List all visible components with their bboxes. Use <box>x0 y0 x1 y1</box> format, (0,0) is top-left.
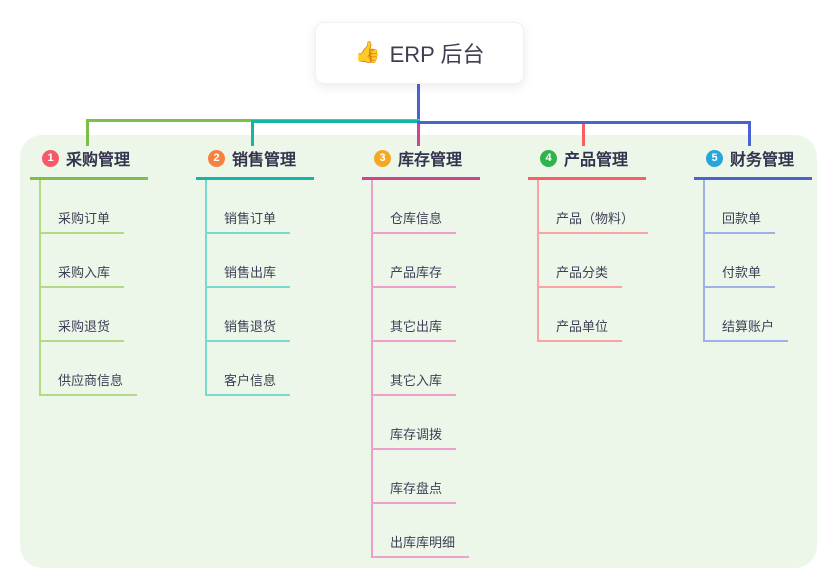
child-row: 结算账户 <box>705 288 789 342</box>
branch-产品管理: 4 产品管理产品（物料） 产品分类产品单位 <box>528 146 678 342</box>
thumbs-up-icon: 👍 <box>354 41 381 64</box>
child-row: 付款单 <box>705 234 788 288</box>
branch-库存管理: 3 库存管理仓库信息产品库存其它出库其它入库库存调拨库存盘点出库库明细 <box>362 146 512 558</box>
connector-drop-branch-1 <box>86 119 89 146</box>
branch-node-2[interactable]: 2 销售管理 <box>196 146 314 180</box>
branch-number-badge: 4 <box>540 149 557 167</box>
branch-财务管理: 5 财务管理回款单付款单结算账户 <box>694 146 839 342</box>
child-node[interactable]: 采购退货 <box>41 316 125 342</box>
root-label: ERP 后台 <box>389 42 485 67</box>
child-row: 销售出库 <box>207 234 291 288</box>
child-node[interactable]: 产品单位 <box>539 316 623 342</box>
branch-node-4[interactable]: 4 产品管理 <box>528 146 646 180</box>
connector-branch-5 <box>417 121 751 124</box>
root-node[interactable]: 👍 ERP 后台 <box>315 22 524 84</box>
connector-drop-branch-5 <box>748 121 751 146</box>
connector-drop-branch-4 <box>582 124 585 146</box>
child-node[interactable]: 其它入库 <box>373 370 457 396</box>
child-row: 采购入库 <box>41 234 137 288</box>
branch-number-badge: 2 <box>208 149 225 167</box>
child-node[interactable]: 其它出库 <box>373 316 457 342</box>
branch-children: 产品（物料） 产品分类产品单位 <box>537 180 649 342</box>
child-row: 其它出库 <box>373 288 469 342</box>
child-row: 产品库存 <box>373 234 469 288</box>
child-row: 库存调拨 <box>373 396 469 450</box>
child-row: 产品分类 <box>539 234 648 288</box>
branch-label: 财务管理 <box>730 152 795 169</box>
child-row: 库存盘点 <box>373 450 469 504</box>
branch-number-badge: 5 <box>706 149 723 167</box>
branch-number-badge: 3 <box>374 149 391 167</box>
child-row: 销售订单 <box>207 180 291 234</box>
child-row: 产品单位 <box>539 288 648 342</box>
child-node[interactable]: 销售订单 <box>207 208 291 234</box>
child-node[interactable]: 销售出库 <box>207 262 291 288</box>
child-node[interactable]: 付款单 <box>705 262 776 288</box>
child-row: 仓库信息 <box>373 180 469 234</box>
child-node[interactable]: 回款单 <box>705 208 776 234</box>
branch-label: 库存管理 <box>398 152 463 169</box>
child-node[interactable]: 产品分类 <box>539 262 623 288</box>
branch-children: 回款单付款单结算账户 <box>703 180 789 342</box>
child-row: 采购退货 <box>41 288 137 342</box>
child-row: 采购订单 <box>41 180 137 234</box>
branch-销售管理: 2 销售管理销售订单销售出库销售退货客户信息 <box>196 146 346 396</box>
branch-label: 产品管理 <box>564 152 629 169</box>
branch-children: 采购订单采购入库采购退货供应商信息 <box>39 180 138 396</box>
child-node[interactable]: 产品库存 <box>373 262 457 288</box>
branch-children: 仓库信息产品库存其它出库其它入库库存调拨库存盘点出库库明细 <box>371 180 470 558</box>
branch-node-5[interactable]: 5 财务管理 <box>694 146 812 180</box>
child-node[interactable]: 供应商信息 <box>41 370 138 396</box>
child-row: 销售退货 <box>207 288 291 342</box>
background-panel <box>20 135 817 568</box>
child-node[interactable]: 仓库信息 <box>373 208 457 234</box>
child-node[interactable]: 库存调拨 <box>373 424 457 450</box>
connector-branch-2 <box>251 120 420 123</box>
branch-label: 销售管理 <box>232 152 297 169</box>
connector-drop-branch-2 <box>251 120 254 146</box>
child-node[interactable]: 产品（物料） <box>539 208 649 234</box>
child-node[interactable]: 采购入库 <box>41 262 125 288</box>
child-node[interactable]: 采购订单 <box>41 208 125 234</box>
branch-采购管理: 1 采购管理采购订单采购入库采购退货供应商信息 <box>30 146 180 396</box>
root-stem-line <box>417 82 420 124</box>
child-row: 其它入库 <box>373 342 469 396</box>
branch-node-3[interactable]: 3 库存管理 <box>362 146 480 180</box>
child-node[interactable]: 出库库明细 <box>373 532 470 558</box>
child-row: 产品（物料） <box>539 180 649 234</box>
branch-label: 采购管理 <box>66 152 131 169</box>
child-node[interactable]: 销售退货 <box>207 316 291 342</box>
child-row: 供应商信息 <box>41 342 138 396</box>
child-row: 回款单 <box>705 180 788 234</box>
branch-children: 销售订单销售出库销售退货客户信息 <box>205 180 291 396</box>
child-node[interactable]: 客户信息 <box>207 370 291 396</box>
child-node[interactable]: 库存盘点 <box>373 478 457 504</box>
child-row: 出库库明细 <box>373 504 470 558</box>
branch-node-1[interactable]: 1 采购管理 <box>30 146 148 180</box>
child-node[interactable]: 结算账户 <box>705 316 789 342</box>
child-row: 客户信息 <box>207 342 291 396</box>
branch-number-badge: 1 <box>42 149 59 167</box>
connector-drop-branch-3 <box>417 124 420 146</box>
